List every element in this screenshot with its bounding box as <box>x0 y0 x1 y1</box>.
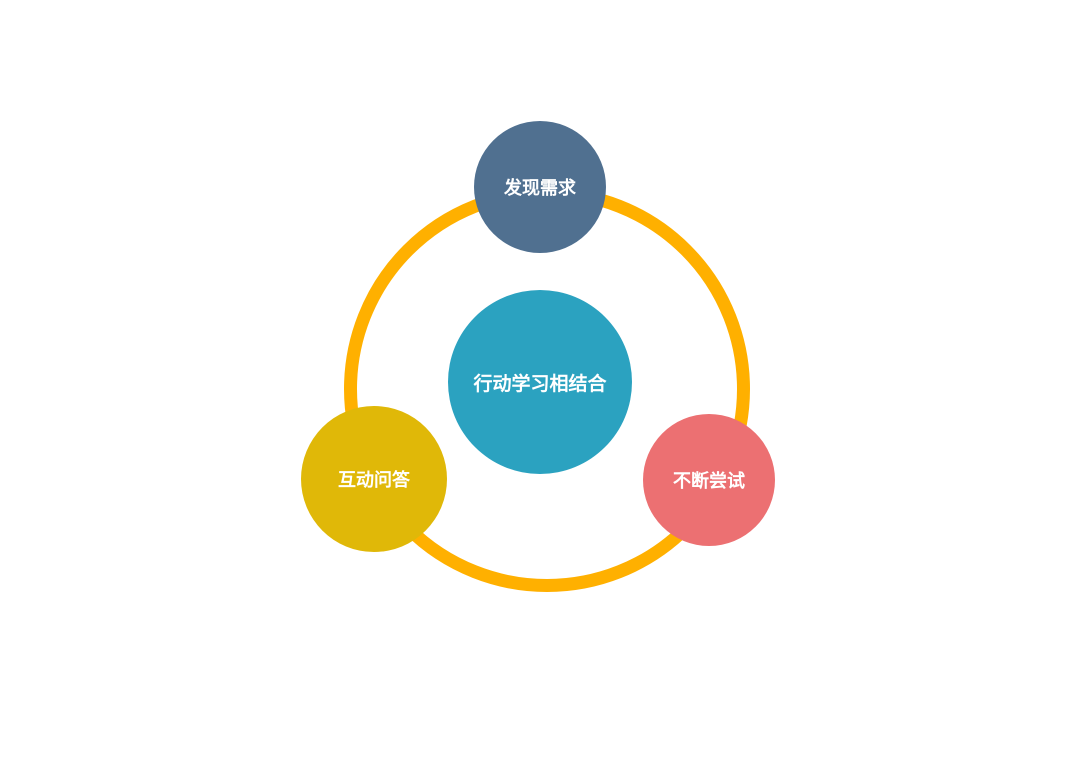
node-discover-needs-label: 发现需求 <box>504 178 576 199</box>
node-keep-trying: 不断尝试 <box>643 414 775 546</box>
node-discover-needs: 发现需求 <box>474 121 606 253</box>
node-keep-trying-label: 不断尝试 <box>673 471 745 492</box>
center-label: 行动学习相结合 <box>473 372 607 395</box>
node-interactive-qa-label: 互动问答 <box>338 470 410 491</box>
center-circle: 行动学习相结合 <box>448 290 632 474</box>
node-interactive-qa: 互动问答 <box>301 406 447 552</box>
